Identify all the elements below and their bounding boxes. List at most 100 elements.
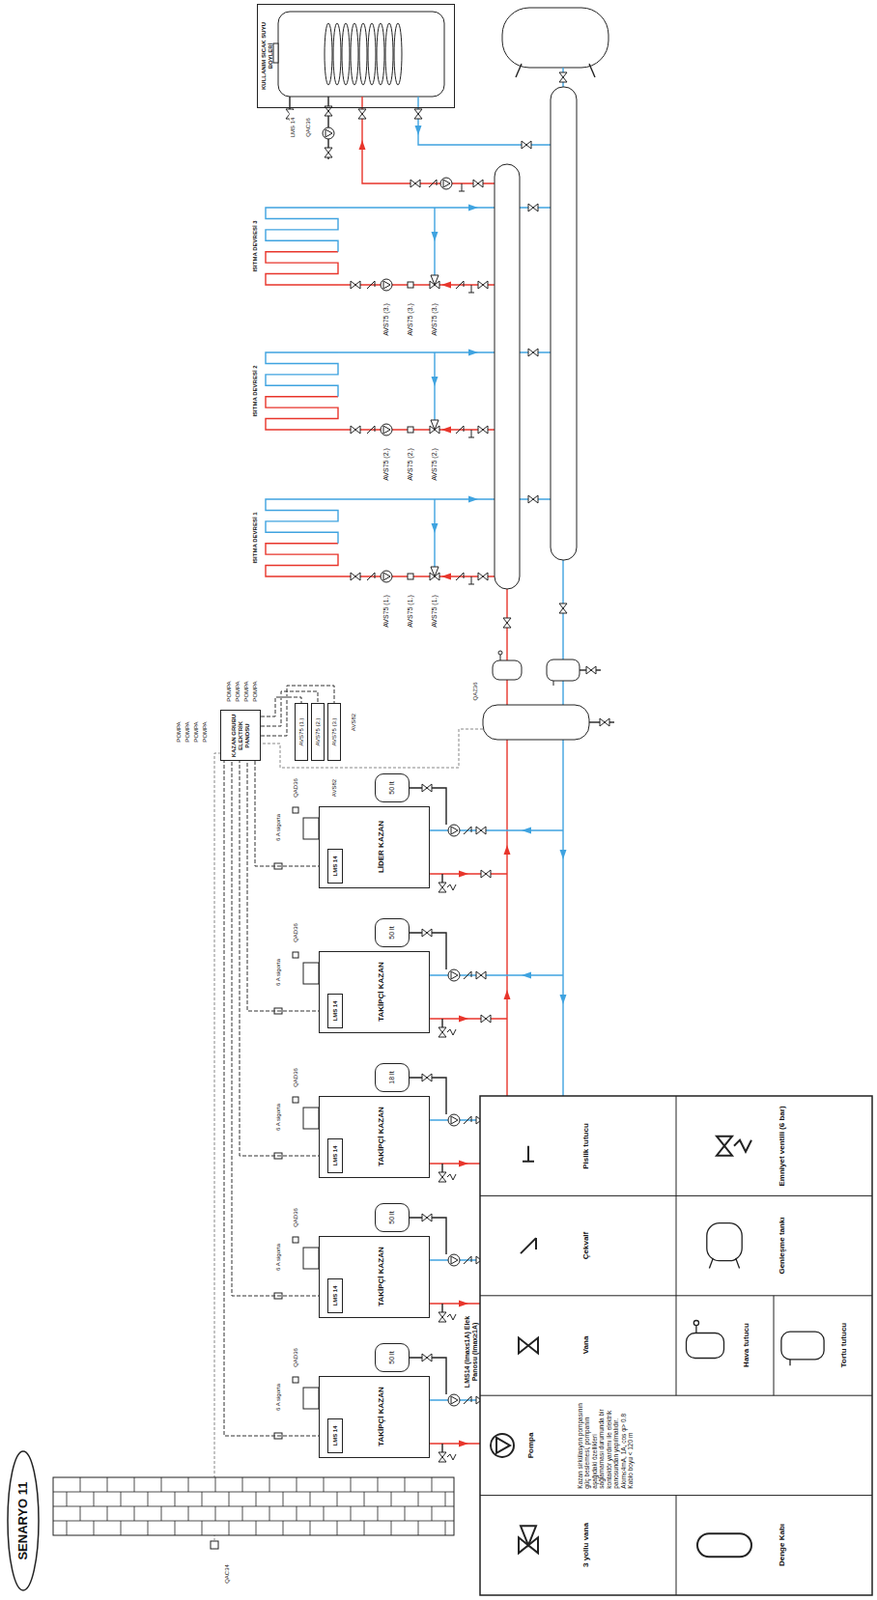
node-label: AVS75 (1.) (298, 706, 306, 759)
node-label: KAZAN GRUBU ELEKTRİK PANOSU (230, 712, 252, 759)
legend-slot: Pompa (516, 1400, 546, 1491)
pump-symbol (451, 1256, 458, 1265)
pipe (53, 1521, 454, 1523)
pipe (188, 1477, 190, 1493)
pipe (337, 1492, 339, 1507)
valve-symbol (528, 203, 538, 212)
label-slot: Kazan sirkülasyon pompasının güç besleme… (542, 1400, 669, 1491)
valve-symbol (528, 348, 538, 357)
pipe (282, 1521, 284, 1536)
pipe (147, 1492, 149, 1507)
flow-arrow (431, 376, 439, 387)
air-vent (498, 650, 503, 655)
flow-arrow (458, 1301, 469, 1308)
callout-label: AVS75 (3.) (382, 296, 391, 343)
safety-spring (447, 884, 456, 891)
pipe (214, 753, 221, 1542)
legend-symbol (518, 1526, 538, 1554)
pipe (676, 1496, 678, 1596)
tank-coil (359, 23, 368, 85)
pipe (66, 1521, 68, 1536)
component-box: LMS 14 (327, 1418, 343, 1454)
label-slot: QAZ36 (469, 676, 481, 708)
label-slot: POMPA (224, 676, 233, 708)
pump-symbol (322, 127, 335, 140)
legend-slot: Genleşme tankı (767, 1200, 797, 1291)
flow-arrow (521, 972, 532, 980)
component-box: LMS 14 (327, 993, 343, 1029)
pipe (228, 1521, 230, 1536)
pipe (53, 1506, 454, 1508)
label-slot: AVS75 (3.) (428, 294, 441, 345)
pipe (242, 1506, 244, 1522)
pipe (323, 1477, 325, 1493)
sensor-symbol (292, 1237, 299, 1244)
legend-slot: Tortu tutucu (829, 1301, 859, 1391)
pipe (265, 543, 339, 577)
component-box: TAKİPÇİ KAZANLMS 14 (318, 1236, 430, 1319)
text-slot: TAKİPÇİ KAZAN (366, 1102, 397, 1172)
label-slot: AVS75 (1.) (428, 586, 441, 637)
node-label: KULLANIM SICAK SUYU BOYLERİ (261, 9, 276, 103)
dirt-separator (781, 1331, 824, 1360)
pipe (174, 1521, 176, 1536)
legend-slot: Hava tutucu (732, 1301, 762, 1391)
strainer-symbol (468, 284, 475, 293)
tank-coil (324, 23, 333, 85)
air-separator (492, 660, 522, 680)
valve-symbol (518, 1338, 538, 1355)
pipe (107, 1506, 109, 1522)
pipe (364, 1492, 366, 1507)
valve-symbol (422, 1214, 432, 1222)
label-slot: ISITMA DEVRESİ 1 (248, 494, 261, 582)
label-slot: QAD36 (289, 1342, 302, 1374)
pipe (120, 1492, 122, 1507)
flow-arrow (359, 140, 367, 150)
callout-label: POMPA (192, 718, 199, 746)
pump-symbol (448, 1394, 460, 1407)
pump-symbol (325, 129, 333, 138)
drain (789, 1359, 791, 1367)
pipe (515, 63, 522, 78)
flow-arrow (521, 827, 532, 835)
component-box: TAKİPÇİ KAZAN LMS 14 (318, 1096, 430, 1179)
pipe (445, 1521, 447, 1536)
pipe (80, 1506, 82, 1522)
strainer-symbol (468, 429, 475, 438)
callout-label: ISITMA DEVRESİ 2 (251, 349, 258, 433)
legend-symbol (518, 1338, 538, 1355)
text-slot: LİDER KAZAN (366, 812, 397, 882)
callout-label: POMPA (174, 718, 182, 746)
label-slot: POMPA (182, 716, 192, 748)
label-slot: ISITMA DEVRESİ 3 (248, 202, 261, 290)
pipe (506, 589, 508, 706)
text-slot: KAZAN GRUBU ELEKTRİK PANOSU (221, 710, 260, 761)
valve-symbol (324, 147, 333, 158)
tank-coil (367, 23, 376, 85)
text-slot: AVS75 (1.) (295, 704, 308, 761)
pipe (418, 1521, 420, 1536)
valve-symbol (438, 1312, 447, 1323)
callout-label: QAD36 (292, 1064, 300, 1092)
pipe (107, 1477, 109, 1493)
component-box: LMS 14 (327, 1138, 343, 1174)
strainer-symbol (458, 183, 465, 192)
component-box: LİDER KAZANLMS 14 (318, 806, 430, 889)
expansion-tank-symbol (707, 1223, 742, 1262)
callout-label: AVS75 (3.) (406, 296, 415, 343)
pump-symbol (451, 826, 458, 835)
callout-label: 6 A sigorta (275, 1240, 283, 1275)
check-valve-symbol (367, 425, 375, 434)
text-slot: TAKİPÇİ KAZAN (366, 957, 397, 1027)
valve-symbol (414, 109, 423, 119)
label-slot: 6 A sigorta (269, 1098, 287, 1137)
component-box: AVS75 (2.) (311, 703, 325, 762)
check-valve-symbol (463, 826, 472, 835)
check-valve-symbol (367, 572, 375, 581)
callout-label: QAC36 (305, 110, 312, 145)
callout-label: LMS 14 (289, 110, 297, 145)
tank-body (278, 11, 445, 97)
pump-symbol (448, 1114, 460, 1127)
drain (553, 680, 555, 686)
legend-text: Çekvalf (581, 1202, 591, 1289)
